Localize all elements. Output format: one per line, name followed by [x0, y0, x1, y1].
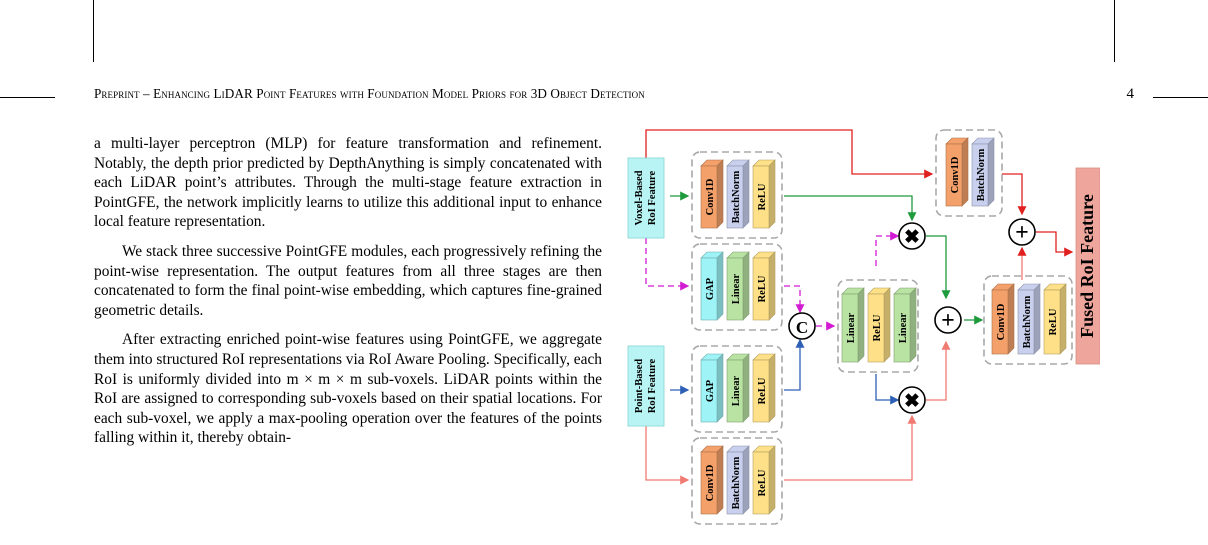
- svg-text:ReLU: ReLU: [872, 314, 883, 341]
- svg-text:BatchNorm: BatchNorm: [976, 149, 987, 202]
- multiply-node-top: ✖: [898, 222, 926, 250]
- voxel-input-label-1: Voxel-Based: [634, 170, 645, 225]
- point-conv-group: Conv1D BatchNorm ReLU: [691, 437, 783, 525]
- connector-lines: [645, 129, 1074, 485]
- svg-text:Conv1D: Conv1D: [950, 156, 961, 193]
- voxel-gap-group: GAP Linear ReLU: [691, 243, 783, 331]
- layer-block-linear: Linear: [726, 251, 750, 321]
- svg-text:ReLU: ReLU: [1048, 308, 1059, 335]
- svg-text:Linear: Linear: [731, 274, 742, 305]
- point-gap-group: GAP Linear ReLU: [691, 345, 783, 433]
- point-input-label-1: Point-Based: [634, 359, 645, 413]
- crop-mark-right: [1153, 97, 1208, 98]
- svg-text:Linear: Linear: [898, 313, 909, 344]
- output-box: Fused RoI Feature: [1075, 167, 1100, 365]
- body-text: a multi-layer perceptron (MLP) for featu…: [94, 134, 602, 448]
- layer-block-batchnorm: BatchNorm: [726, 445, 750, 515]
- svg-text:GAP: GAP: [705, 277, 716, 300]
- crop-mark-top-left: [93, 0, 94, 62]
- crop-mark-left: [0, 97, 55, 98]
- svg-text:Linear: Linear: [731, 376, 742, 407]
- svg-text:C: C: [796, 318, 808, 337]
- svg-text:BatchNorm: BatchNorm: [731, 457, 742, 510]
- layer-block-linear: Linear: [841, 287, 865, 363]
- svg-text:+: +: [941, 308, 955, 334]
- layer-block-conv1d: Conv1D: [991, 283, 1015, 355]
- add-node-middle: +: [934, 306, 962, 334]
- output-label: Fused RoI Feature: [1077, 194, 1097, 338]
- layer-block-linear: Linear: [893, 287, 917, 363]
- svg-text:ReLU: ReLU: [757, 377, 768, 404]
- svg-text:Conv1D: Conv1D: [705, 178, 716, 215]
- svg-text:GAP: GAP: [705, 379, 716, 402]
- voxel-input-label-2: RoI Feature: [647, 170, 658, 225]
- paragraph: a multi-layer perceptron (MLP) for featu…: [94, 135, 602, 231]
- svg-text:ReLU: ReLU: [757, 275, 768, 302]
- paragraph: We stack three successive PointGFE modul…: [94, 242, 602, 319]
- add-node-top: +: [1008, 218, 1036, 246]
- voxel-conv-group: Conv1D BatchNorm ReLU: [691, 151, 783, 239]
- multiply-node-bottom: ✖: [898, 386, 926, 414]
- skip-conv-group: Conv1D BatchNorm: [935, 129, 1003, 217]
- layer-block-conv1d: Conv1D: [945, 137, 969, 207]
- svg-text:+: +: [1015, 220, 1029, 246]
- layer-block-batchnorm: BatchNorm: [1017, 283, 1041, 355]
- layer-block-relu: ReLU: [867, 287, 891, 363]
- svg-text:✖: ✖: [904, 391, 920, 412]
- svg-text:ReLU: ReLU: [757, 469, 768, 496]
- point-input-box: Point-Based RoI Feature: [627, 345, 665, 427]
- layer-block-relu: ReLU: [1043, 283, 1067, 355]
- layer-block-batchnorm: BatchNorm: [971, 137, 995, 207]
- layer-block-conv1d: Conv1D: [700, 445, 724, 515]
- svg-text:BatchNorm: BatchNorm: [1022, 296, 1033, 349]
- svg-text:BatchNorm: BatchNorm: [731, 171, 742, 224]
- layer-block-relu: ReLU: [752, 445, 776, 515]
- header-title: Preprint – Enhancing LiDAR Point Feature…: [94, 86, 645, 101]
- layer-block-batchnorm: BatchNorm: [726, 159, 750, 229]
- crop-mark-top-right: [1114, 0, 1115, 62]
- layer-block-gap: GAP: [700, 251, 724, 321]
- running-header: Preprint – Enhancing LiDAR Point Feature…: [94, 86, 1134, 108]
- layer-block-relu: ReLU: [752, 251, 776, 321]
- voxel-input-box: Voxel-Based RoI Feature: [627, 157, 665, 239]
- point-input-label-2: RoI Feature: [647, 358, 658, 413]
- paragraph: After extracting enriched point-wise fea…: [94, 331, 602, 447]
- layer-block-relu: ReLU: [752, 159, 776, 229]
- svg-text:ReLU: ReLU: [757, 183, 768, 210]
- svg-text:Conv1D: Conv1D: [705, 464, 716, 501]
- mlp-group: Linear ReLU Linear: [837, 279, 919, 373]
- layer-block-relu: ReLU: [752, 353, 776, 423]
- layer-block-gap: GAP: [700, 353, 724, 423]
- page-number: 4: [1126, 86, 1135, 102]
- svg-text:Linear: Linear: [846, 313, 857, 344]
- concat-node: C: [788, 312, 816, 340]
- fusion-conv-group: Conv1D BatchNorm ReLU: [983, 275, 1073, 365]
- layer-block-conv1d: Conv1D: [700, 159, 724, 229]
- svg-text:✖: ✖: [904, 227, 920, 248]
- layer-block-linear: Linear: [726, 353, 750, 423]
- architecture-figure: Voxel-Based RoI Feature Point-Based RoI …: [627, 129, 1100, 525]
- svg-text:Conv1D: Conv1D: [996, 303, 1007, 340]
